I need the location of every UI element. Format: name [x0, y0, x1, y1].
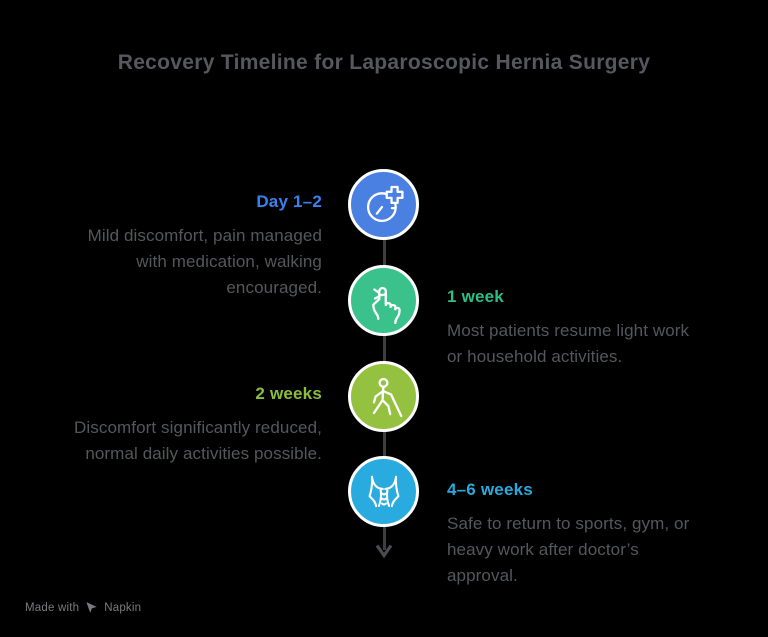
milestone-block-2-weeks: 2 weeks Discomfort significantly reduced…	[2, 384, 322, 467]
milestone-block-4-6-weeks: 4–6 weeks Safe to return to sports, gym,…	[447, 480, 747, 589]
milestone-circle-2-weeks	[348, 361, 419, 432]
milestone-label: 1 week	[447, 287, 504, 306]
milestone-description: Safe to return to sports, gym, or heavy …	[447, 514, 690, 586]
milestone-label: 2 weeks	[255, 384, 322, 403]
milestone-circle-4-6-weeks	[348, 456, 419, 527]
page-title: Recovery Timeline for Laparoscopic Herni…	[117, 51, 651, 74]
milestone-label: 4–6 weeks	[447, 480, 533, 499]
milestone-description: Discomfort significantly reduced, normal…	[73, 418, 322, 464]
made-with-napkin-badge[interactable]: Made with Napkin	[25, 601, 141, 614]
milestone-label: Day 1–2	[256, 192, 322, 211]
milestone-circle-1-week	[348, 265, 419, 336]
brand-name: Napkin	[104, 601, 142, 614]
milestone-block-day-1-2: Day 1–2 Mild discomfort, pain managed wi…	[2, 192, 322, 301]
down-arrow-icon	[375, 544, 393, 563]
finger-reminder-icon	[361, 278, 407, 324]
milestone-description: Most patients resume light work or house…	[447, 321, 690, 367]
clock-plus-icon	[361, 182, 407, 228]
torso-icon	[361, 469, 407, 515]
made-with-label: Made with	[25, 601, 80, 614]
napkin-logo-icon	[85, 601, 98, 614]
milestone-description: Mild discomfort, pain managed with medic…	[87, 226, 322, 298]
walking-person-icon	[361, 374, 407, 420]
milestone-block-1-week: 1 week Most patients resume light work o…	[447, 287, 747, 370]
milestone-circle-day-1-2	[348, 169, 419, 240]
